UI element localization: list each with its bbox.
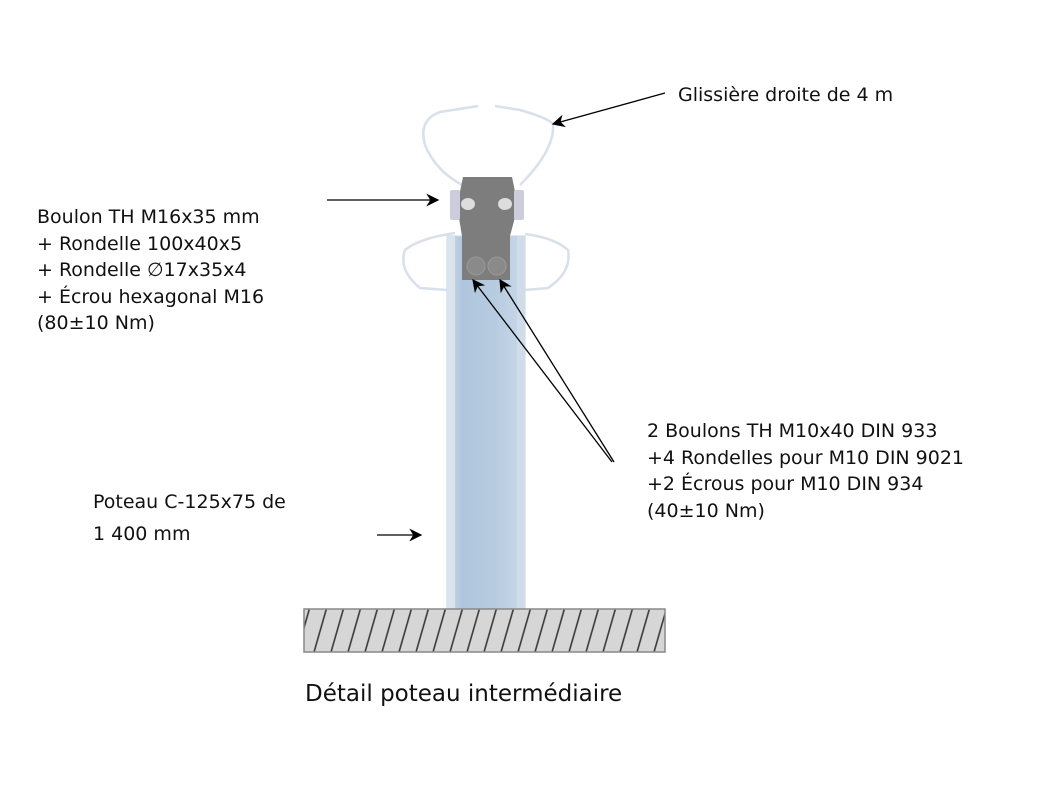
post (446, 235, 526, 611)
leader-arrows (327, 92, 666, 542)
label-line: +4 Rondelles pour M10 DIN 9021 (647, 446, 965, 469)
label-line: Poteau C-125x75 de (93, 491, 286, 513)
rail-label: Glissière droite de 4 m (678, 84, 894, 106)
bracket (450, 177, 524, 280)
label-line: 2 Boulons TH M10x40 DIN 933 (647, 420, 938, 442)
diagram-caption: Détail poteau intermédiaire (305, 681, 623, 707)
label-line: + Écrou hexagonal M16 (37, 285, 265, 308)
post-label: Poteau C-125x75 de 1 400 mm (93, 486, 286, 550)
label-line: + Rondelle ∅17x35x4 (37, 259, 247, 281)
rail-arrow (551, 92, 666, 128)
label-line: + Rondelle 100x40x5 (37, 232, 243, 255)
rail-profile (402, 104, 570, 292)
label-line: 1 400 mm (93, 523, 191, 545)
label-line: +2 Écrous pour M10 DIN 934 (647, 473, 924, 495)
small-bolt-arrow-1 (472, 278, 613, 463)
bolt-main-label: Boulon TH M16x35 mm + Rondelle 100x40x5 … (37, 204, 264, 337)
label-line: (40±10 Nm) (647, 499, 765, 522)
label-line: Boulon TH M16x35 mm (37, 206, 260, 228)
small-bolt-arrow-2 (499, 278, 615, 463)
bolts-small-label: 2 Boulons TH M10x40 DIN 933 +4 Rondelles… (647, 418, 964, 524)
label-line: (80±10 Nm) (37, 312, 155, 334)
